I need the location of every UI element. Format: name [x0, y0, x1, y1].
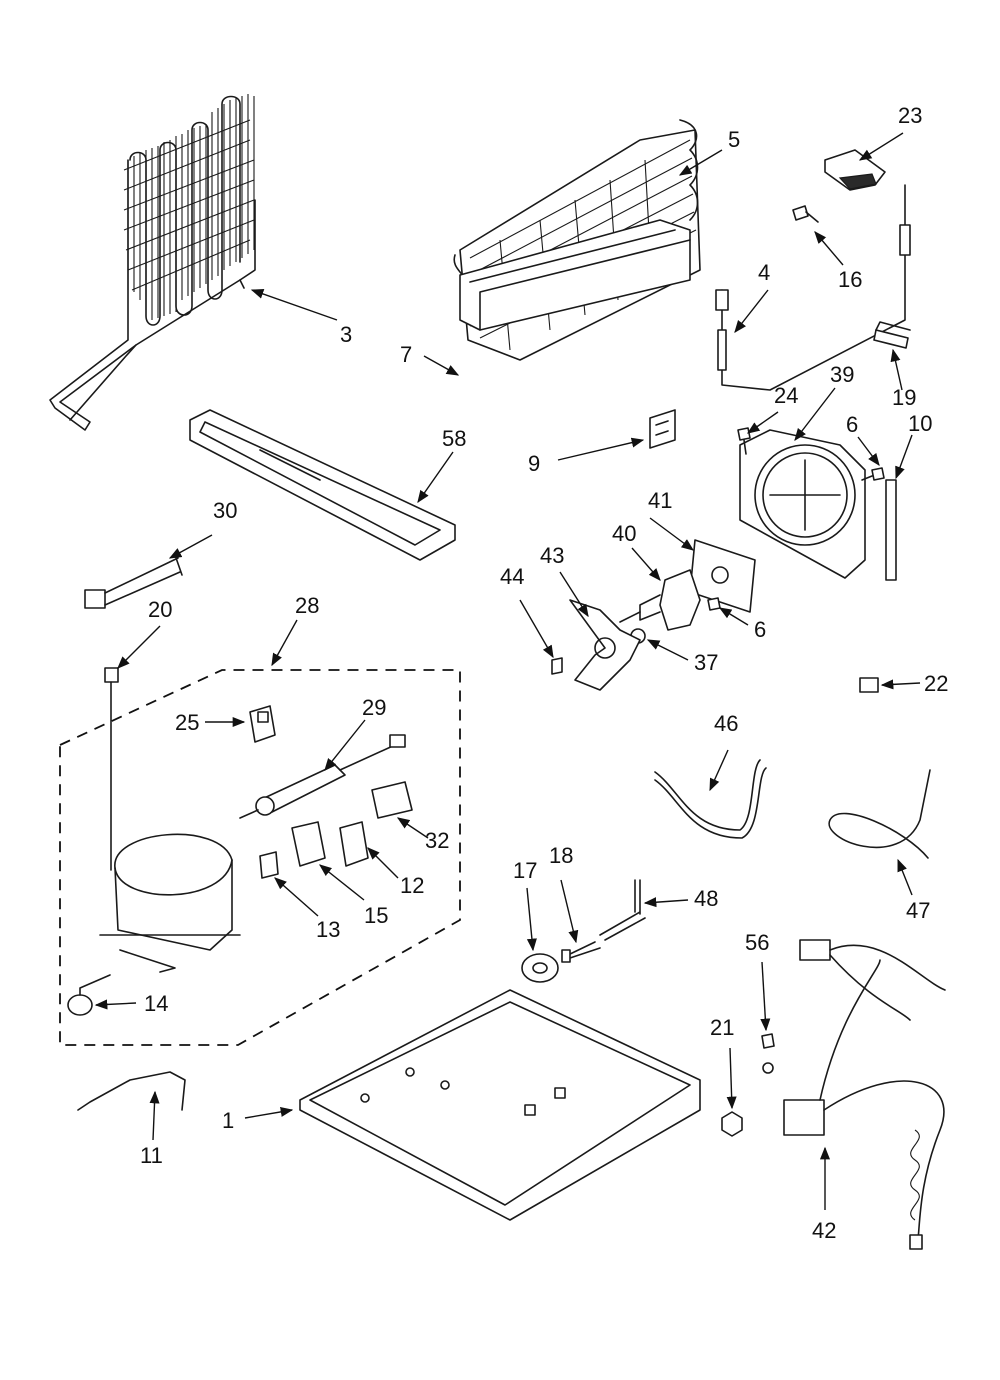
callout-25: 25: [175, 710, 199, 735]
callout-1: 1: [222, 1108, 234, 1133]
clip-19: [873, 321, 911, 349]
fan-shroud: [739, 429, 866, 579]
callout-24: 24: [774, 383, 798, 408]
screw-56: [761, 1033, 775, 1074]
ptc-starter: [291, 821, 326, 867]
callout-15: 15: [364, 903, 388, 928]
callout-48: 48: [694, 886, 718, 911]
bracket-9: [649, 409, 676, 449]
callout-18: 18: [549, 843, 573, 868]
callout-56: 56: [745, 930, 769, 955]
callout-6b: 6: [754, 617, 766, 642]
cap-part: [824, 149, 886, 191]
screw-16: [792, 205, 819, 223]
thermistor-wire-harness: [715, 184, 911, 391]
screw-20: [104, 667, 119, 871]
callout-47: 47: [906, 898, 930, 923]
clip-22: [859, 677, 879, 693]
callout-9: 9: [528, 451, 540, 476]
callout-14: 14: [144, 991, 168, 1016]
callout-30: 30: [213, 498, 237, 523]
hose-loop: [828, 769, 931, 859]
callout-46: 46: [714, 711, 738, 736]
callout-22: 22: [924, 671, 948, 696]
callout-16: 16: [838, 267, 862, 292]
overload-protector: [249, 705, 276, 743]
drier-filter: [239, 734, 406, 819]
callout-6a: 6: [846, 412, 858, 437]
compressor: [99, 833, 241, 973]
drain-pan: [189, 409, 456, 561]
callout-28: 28: [295, 593, 319, 618]
callout-58: 58: [442, 426, 466, 451]
condenser-coil: [49, 94, 256, 431]
callout-4: 4: [758, 260, 770, 285]
compressor-kit-boundary: [59, 669, 461, 1046]
evaporator-drain-trough: [459, 219, 691, 331]
connector-tube: [599, 879, 646, 941]
callout-43: 43: [540, 543, 564, 568]
screw-6-lower: [707, 597, 721, 611]
callout-7: 7: [400, 342, 412, 367]
fan-clip: [551, 657, 563, 675]
callout-44: 44: [500, 564, 524, 589]
base-frame: [299, 989, 701, 1221]
axle-pin: [561, 941, 601, 963]
drain-tube: [84, 554, 183, 609]
gasket-strip: [885, 479, 897, 581]
relay-cover: [371, 781, 413, 819]
hex-nut: [721, 1111, 743, 1137]
callout-10: 10: [908, 411, 932, 436]
start-relay: [339, 821, 369, 867]
callout-19: 19: [892, 385, 916, 410]
callout-41: 41: [648, 488, 672, 513]
callout-23: 23: [898, 103, 922, 128]
callout-21: 21: [710, 1015, 734, 1040]
callout-37: 37: [694, 650, 718, 675]
callout-39: 39: [830, 362, 854, 387]
main-wire-harness: [783, 939, 946, 1250]
callout-11: 11: [140, 1143, 163, 1168]
callout-42: 42: [812, 1218, 836, 1243]
roller: [521, 953, 559, 983]
callout-29: 29: [362, 695, 386, 720]
screw-6-upper: [861, 467, 885, 481]
callout-40: 40: [612, 521, 636, 546]
fan-blade: [569, 599, 641, 691]
callout-13: 13: [316, 917, 340, 942]
callout-17: 17: [513, 858, 537, 883]
callout-12: 12: [400, 873, 424, 898]
fan-motor: [619, 569, 701, 631]
callout-20: 20: [148, 597, 172, 622]
callout-labels: 1 3 4 5 6 6 7 9 10 11 12 13 14 15 16 17 …: [140, 103, 948, 1243]
drain-hose: [654, 759, 767, 839]
callout-3: 3: [340, 322, 352, 347]
wire-bracket: [77, 1071, 186, 1111]
callout-32: 32: [425, 828, 449, 853]
callout-5: 5: [728, 127, 740, 152]
terminal-clip: [259, 851, 279, 879]
grommet: [67, 974, 111, 1016]
